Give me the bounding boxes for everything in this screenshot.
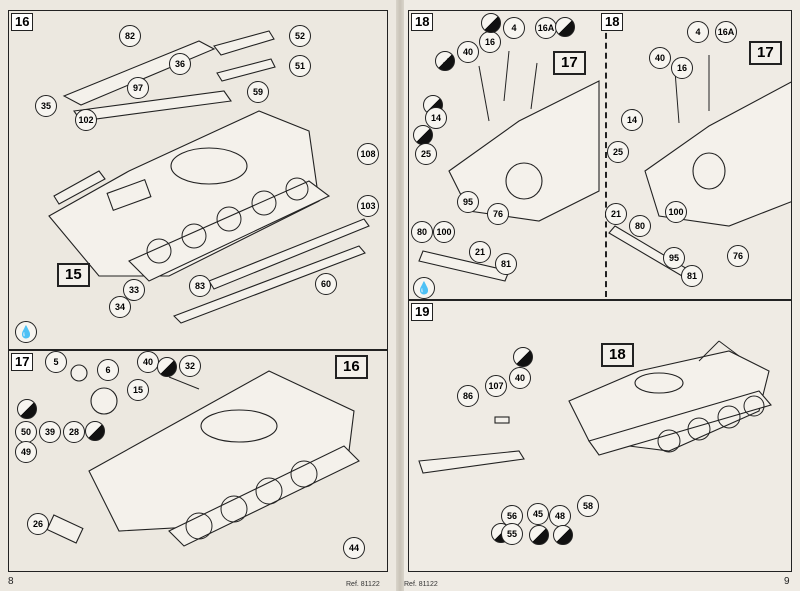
right-page bbox=[402, 0, 800, 591]
part-number: 21 bbox=[605, 203, 627, 225]
part-number: 108 bbox=[357, 143, 379, 165]
part-number: 86 bbox=[457, 385, 479, 407]
part-number: 59 bbox=[247, 81, 269, 103]
part-number: 40 bbox=[457, 41, 479, 63]
part-number: 80 bbox=[411, 221, 433, 243]
paint-swatch-icon bbox=[481, 13, 501, 33]
part-number: 100 bbox=[665, 201, 687, 223]
step-16-drawing bbox=[48, 30, 370, 324]
part-number: 39 bbox=[39, 421, 61, 443]
part-number: 40 bbox=[509, 367, 531, 389]
part-number: 35 bbox=[35, 95, 57, 117]
part-number: 16A bbox=[715, 21, 737, 43]
paint-swatch-icon bbox=[435, 51, 455, 71]
part-number: 52 bbox=[289, 25, 311, 47]
book-gutter bbox=[396, 0, 404, 591]
part-number: 6 bbox=[97, 359, 119, 381]
part-number: 97 bbox=[127, 77, 149, 99]
part-number: 36 bbox=[169, 53, 191, 75]
reference-code: Ref. 81122 bbox=[346, 581, 380, 588]
paint-swatch-icon bbox=[529, 525, 549, 545]
part-number: 51 bbox=[289, 55, 311, 77]
step-number: 17 bbox=[11, 353, 34, 371]
step-19-drawing bbox=[418, 340, 772, 474]
callout-box: 15 bbox=[57, 263, 90, 287]
part-number: 103 bbox=[357, 195, 379, 217]
step-18-drawing bbox=[418, 50, 791, 284]
callout-box: 17 bbox=[749, 41, 782, 65]
part-number: 26 bbox=[27, 513, 49, 535]
part-number: 28 bbox=[63, 421, 85, 443]
part-number: 44 bbox=[343, 537, 365, 559]
part-number: 14 bbox=[425, 107, 447, 129]
part-number: 40 bbox=[137, 351, 159, 373]
step-18-panel: 18 18 17 4 16 16A 40 14 25 95 76 80 100 … bbox=[408, 10, 792, 300]
part-number: 5 bbox=[45, 351, 67, 373]
paint-swatch-icon bbox=[157, 357, 177, 377]
part-number: 55 bbox=[501, 523, 523, 545]
callout-box: 18 bbox=[601, 343, 634, 367]
step-17-panel: 17 16 5 6 32 15 40 39 28 50 49 26 44 bbox=[8, 350, 388, 572]
page-number: 9 bbox=[784, 576, 790, 587]
paint-swatch-icon bbox=[553, 525, 573, 545]
part-number: 95 bbox=[457, 191, 479, 213]
part-number: 60 bbox=[315, 273, 337, 295]
glue-drop-icon: 💧 bbox=[15, 321, 37, 343]
part-number: 33 bbox=[123, 279, 145, 301]
part-number: 16 bbox=[671, 57, 693, 79]
part-number: 21 bbox=[469, 241, 491, 263]
part-number: 45 bbox=[527, 503, 549, 525]
part-number: 4 bbox=[503, 17, 525, 39]
paint-swatch-icon bbox=[513, 347, 533, 367]
paint-swatch-icon bbox=[555, 17, 575, 37]
page-number: 8 bbox=[8, 576, 14, 587]
part-number: 15 bbox=[127, 379, 149, 401]
part-number: 81 bbox=[681, 265, 703, 287]
variant-divider bbox=[605, 13, 607, 297]
part-number: 95 bbox=[663, 247, 685, 269]
part-number: 76 bbox=[487, 203, 509, 225]
step-16-panel: 16 15 82 52 36 51 97 59 35 102 bbox=[8, 10, 388, 350]
step-17-drawing bbox=[46, 364, 360, 547]
part-number: 14 bbox=[621, 109, 643, 131]
callout-box: 16 bbox=[335, 355, 368, 379]
part-number: 25 bbox=[607, 141, 629, 163]
part-number: 25 bbox=[415, 143, 437, 165]
step-number: 18 bbox=[411, 13, 434, 31]
step-19-panel: 19 18 40 107 86 56 55 45 48 58 bbox=[408, 300, 792, 572]
part-number: 80 bbox=[629, 215, 651, 237]
part-number: 16A bbox=[535, 17, 557, 39]
part-number: 49 bbox=[15, 441, 37, 463]
part-number: 102 bbox=[75, 109, 97, 131]
paint-swatch-icon bbox=[17, 399, 37, 419]
part-number: 32 bbox=[179, 355, 201, 377]
part-number: 76 bbox=[727, 245, 749, 267]
callout-box: 17 bbox=[553, 51, 586, 75]
paint-swatch-icon bbox=[85, 421, 105, 441]
reference-code: Ref. 81122 bbox=[404, 581, 438, 588]
part-number: 107 bbox=[485, 375, 507, 397]
step-number: 16 bbox=[11, 13, 34, 31]
part-number: 83 bbox=[189, 275, 211, 297]
part-number: 58 bbox=[577, 495, 599, 517]
part-number: 50 bbox=[15, 421, 37, 443]
part-number: 4 bbox=[687, 21, 709, 43]
part-number: 81 bbox=[495, 253, 517, 275]
part-number: 34 bbox=[109, 296, 131, 318]
part-number: 82 bbox=[119, 25, 141, 47]
part-number: 100 bbox=[433, 221, 455, 243]
part-number: 16 bbox=[479, 31, 501, 53]
part-number: 48 bbox=[549, 505, 571, 527]
part-number: 40 bbox=[649, 47, 671, 69]
step-number: 19 bbox=[411, 303, 434, 321]
glue-drop-icon: 💧 bbox=[413, 277, 435, 299]
paint-swatch-icon bbox=[413, 125, 433, 145]
step-number: 18 bbox=[601, 13, 624, 31]
